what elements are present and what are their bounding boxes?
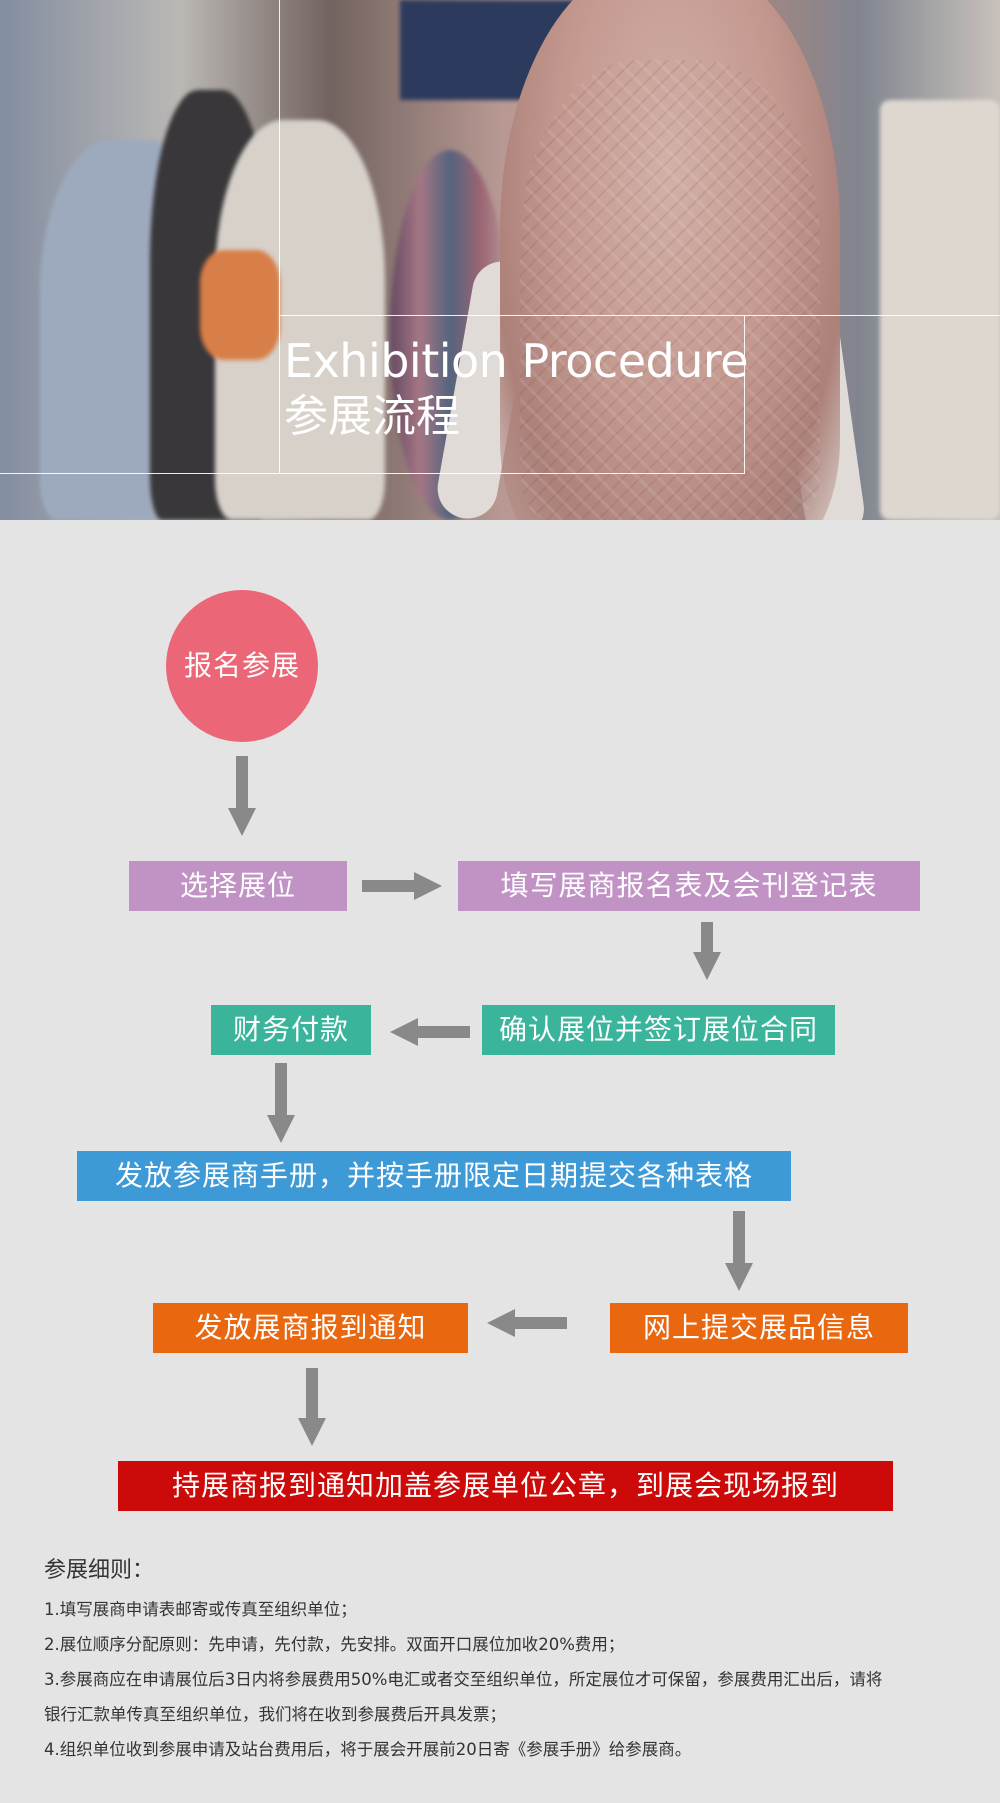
flow-step-fill-forms: 填写展商报名表及会刊登记表	[458, 861, 920, 911]
rules-item: 1.填写展商申请表邮寄或传真至组织单位；	[44, 1600, 357, 1619]
flow-step-registration-notice: 发放展商报到通知	[153, 1303, 468, 1353]
page-title-cn: 参展流程	[284, 391, 460, 442]
rules-title: 参展细则：	[44, 1558, 155, 1583]
rules-item: 银行汇款单传真至组织单位，我们将在收到参展费后开具发票；	[44, 1705, 506, 1724]
exhibition-rules: 参展细则： 1.填写展商申请表邮寄或传真至组织单位； 2.展位顺序分配原则：先申…	[44, 1556, 964, 1767]
rules-item: 3.参展商应在申请展位后3日内将参展费用50%电汇或者交至组织单位，所定展位才可…	[44, 1670, 883, 1689]
frame-line	[744, 315, 745, 474]
flow-step-manual: 发放参展商手册，并按手册限定日期提交各种表格	[77, 1151, 791, 1201]
flow-step-select-booth: 选择展位	[129, 861, 347, 911]
flow-step-submit-exhibits: 网上提交展品信息	[610, 1303, 908, 1353]
rules-item: 2.展位顺序分配原则：先申请，先付款，先安排。双面开口展位加收20%费用；	[44, 1635, 625, 1654]
hero-banner: Exhibition Procedure 参展流程	[0, 0, 1000, 520]
rules-item: 4.组织单位收到参展申请及站台费用后，将于展会开展前20日寄《参展手册》给参展商…	[44, 1740, 692, 1759]
hero-photo-dress	[500, 0, 840, 520]
flow-step-payment: 财务付款	[211, 1005, 371, 1055]
hero-photo-lace	[520, 60, 820, 520]
page-title-en: Exhibition Procedure	[284, 334, 749, 388]
frame-line	[0, 473, 745, 474]
flow-step-onsite-checkin: 持展商报到通知加盖参展单位公章，到展会现场报到	[118, 1461, 893, 1511]
frame-line	[279, 0, 280, 474]
frame-line	[279, 315, 1000, 316]
flow-step-confirm-contract: 确认展位并签订展位合同	[482, 1005, 835, 1055]
hero-photo-bag	[200, 250, 280, 360]
hero-photo-rack	[880, 100, 1000, 520]
flow-start-register: 报名参展	[166, 590, 318, 742]
